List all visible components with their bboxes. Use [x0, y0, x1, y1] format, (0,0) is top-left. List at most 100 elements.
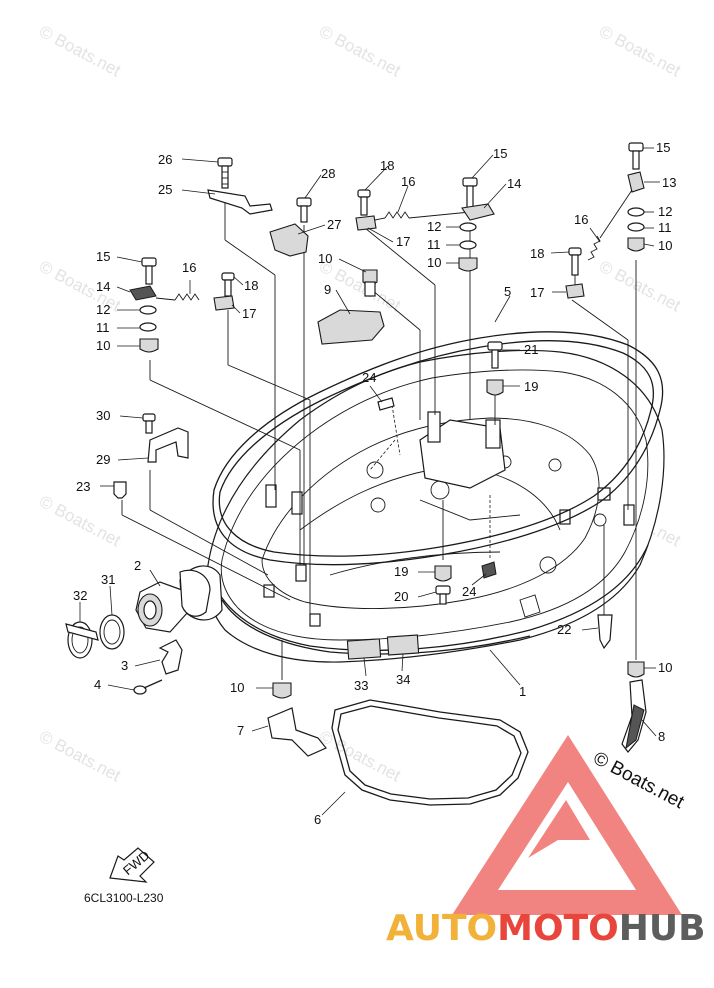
callout-24: 24 [462, 584, 476, 599]
callout-20: 20 [394, 589, 408, 604]
rim-post [623, 504, 635, 526]
mounting-hole [593, 513, 607, 527]
automotohub-logo: AUTOMOTOHUB [386, 735, 706, 949]
grommet-10-right [627, 237, 645, 252]
mounting-hole [366, 461, 384, 479]
callout-18: 18 [530, 246, 544, 261]
inner-rib [329, 551, 501, 576]
callout-17: 17 [242, 306, 256, 321]
watermark-text: © Boats.net [316, 22, 404, 81]
rim-post [559, 509, 571, 525]
callout-9: 9 [324, 282, 331, 297]
bolt-18 [357, 189, 371, 216]
guide-line [571, 299, 629, 341]
logo-text-auto: AUTO [386, 908, 497, 949]
clip-23 [113, 481, 127, 499]
guide-line [121, 514, 291, 601]
callout-2: 2 [134, 558, 141, 573]
callout-11: 11 [96, 320, 110, 335]
grommet-10-lower-right [627, 661, 645, 678]
callout-16: 16 [401, 174, 415, 189]
callout-24: 24 [362, 370, 376, 385]
spring-hook [374, 217, 386, 221]
fwd-arrow: FWD [109, 847, 155, 883]
callout-27: 27 [327, 217, 341, 232]
callout-12: 12 [658, 204, 672, 219]
watermark-text: © Boats.net [36, 22, 124, 81]
logo-text-moto: MOTO [497, 908, 619, 949]
guide-line [224, 239, 276, 276]
grommet-stem [364, 281, 376, 297]
callout-10: 10 [96, 338, 110, 353]
callout-16: 16 [574, 212, 588, 227]
cowling-skirt-line [211, 544, 649, 651]
spring-16-right [587, 235, 601, 261]
watermark-text: © Boats.net [316, 727, 404, 786]
guide-line [227, 364, 311, 401]
callout-31: 31 [101, 572, 115, 587]
callout-10: 10 [318, 251, 332, 266]
screw-4 [133, 679, 163, 695]
bolt-26 [217, 157, 233, 189]
grommet-assembly [65, 569, 211, 695]
bolt-18-right [568, 247, 582, 276]
rim-mark [519, 594, 541, 618]
callout-17: 17 [530, 285, 544, 300]
screw-24 [377, 397, 395, 411]
inner-rib [299, 469, 431, 531]
rim-post [263, 584, 275, 598]
washer-12-right [627, 207, 645, 217]
guide-line [371, 289, 421, 331]
callout-10: 10 [427, 255, 441, 270]
rim-post [265, 484, 277, 508]
rim-post [309, 613, 321, 627]
callout-10: 10 [658, 660, 672, 675]
seal-outer [212, 331, 664, 566]
bolt-30 [142, 413, 156, 434]
bracket-25 [207, 189, 273, 215]
callout-26: 26 [158, 152, 172, 167]
bolt-20 [435, 585, 451, 605]
bottom-cowling [179, 349, 665, 663]
cowling-rim-inner [220, 369, 649, 641]
callout-34: 34 [396, 672, 410, 687]
callout-5: 5 [504, 284, 511, 299]
bolt-21 [487, 341, 503, 369]
watermark-text: © Boats.net [596, 22, 684, 81]
spring-16-left [174, 293, 200, 301]
callout-leaders [79, 147, 660, 816]
guide-line [149, 509, 269, 576]
callout-labels: 26 25 28 27 18 16 17 15 14 12 11 10 10 9… [73, 140, 676, 827]
lever-17-right [565, 283, 585, 299]
callout-15: 15 [493, 146, 507, 161]
cowling-seal-5 [212, 331, 664, 566]
band-32-inner [71, 626, 89, 654]
bolt-15-left [141, 257, 157, 285]
grommet-2-bore [143, 600, 157, 620]
callout-23: 23 [76, 479, 90, 494]
center-boss [419, 419, 506, 489]
callout-11: 11 [658, 220, 672, 235]
callout-30: 30 [96, 408, 110, 423]
label-plate-34 [386, 634, 420, 656]
callout-21: 21 [524, 342, 538, 357]
callout-32: 32 [73, 588, 87, 603]
diagram-code: 6CL3100-L230 [84, 891, 164, 905]
callout-17: 17 [396, 234, 410, 249]
bolt-15 [462, 177, 478, 209]
washer-12-left [139, 305, 157, 315]
callout-3: 3 [121, 658, 128, 673]
mounting-hole [370, 497, 386, 513]
inner-rib [419, 499, 521, 521]
bolt-18-left [221, 272, 235, 297]
callout-11: 11 [427, 237, 441, 252]
grommet-10 [458, 257, 478, 272]
guide-line [364, 227, 436, 286]
spring-rod-right [599, 189, 633, 239]
callout-25: 25 [158, 182, 172, 197]
boss-post [427, 411, 441, 443]
logo-text: AUTOMOTOHUB [386, 908, 706, 949]
label-plate-33 [346, 638, 382, 660]
